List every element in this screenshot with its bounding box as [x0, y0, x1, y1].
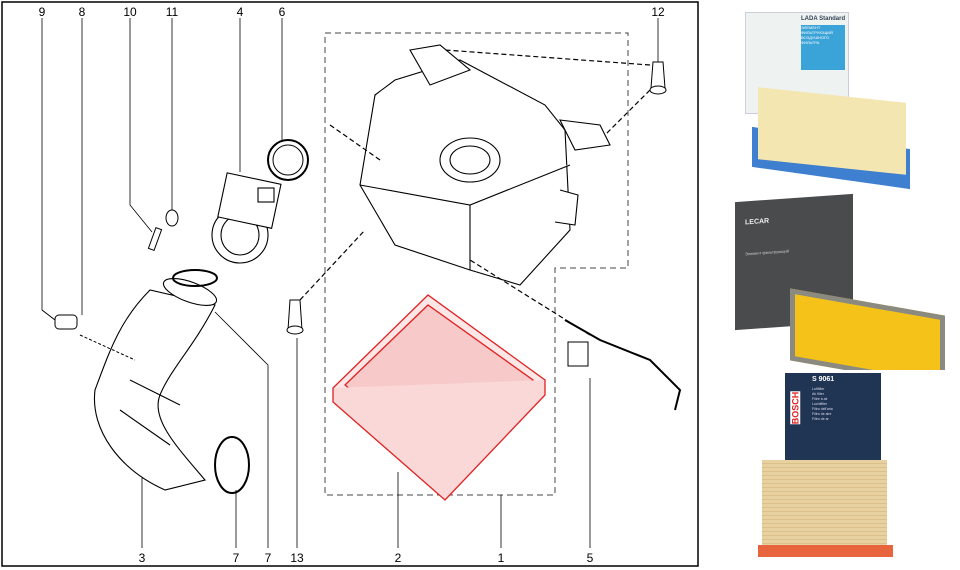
callout-5: 5 — [587, 551, 594, 565]
intake-air-temp-sensor — [41, 309, 136, 361]
callout-7a: 7 — [233, 551, 240, 565]
lecar-box-label: Элемент фильтрующий — [745, 248, 789, 257]
screw-12 — [649, 61, 667, 95]
sealing-ring-inner — [272, 144, 304, 176]
lecar-filter — [790, 288, 945, 370]
callout-1: 1 — [498, 551, 505, 565]
air-mass-sensor — [211, 172, 282, 264]
callout-12: 12 — [651, 5, 665, 19]
bosch-code: S 9061 — [812, 376, 835, 383]
callout-11: 11 — [166, 5, 179, 19]
parts-diagram: 9 8 10 11 4 6 12 3 7 7 13 2 1 5 — [1, 1, 699, 567]
callout-4: 4 — [237, 5, 244, 19]
callout-13: 13 — [290, 551, 304, 565]
intake-hose — [93, 278, 218, 491]
air-filter-element[interactable] — [332, 294, 546, 501]
lada-brand: LADA Standard — [801, 16, 846, 22]
callout-7b: 7 — [265, 551, 272, 565]
assembly-arrows — [299, 49, 651, 336]
bosch-filter-frame — [758, 545, 893, 557]
callout-8: 8 — [79, 5, 86, 19]
bosch-brand: BOSCH — [790, 391, 801, 425]
callout-6: 6 — [279, 5, 286, 19]
callout-3: 3 — [139, 551, 146, 565]
assembly-1-dashed-outline — [324, 32, 629, 496]
sealing-ring — [267, 139, 309, 181]
callout-10: 10 — [123, 5, 137, 19]
diagram-frame — [1, 1, 699, 567]
hose-clamp — [214, 436, 250, 494]
callout-9: 9 — [39, 5, 46, 19]
lada-box-label: ЭЛЕМЕНТ ФИЛЬТРУЮЩИЙ ВОЗДУШНОГО ФИЛЬТРА — [801, 25, 845, 70]
callout-2: 2 — [395, 551, 402, 565]
lecar-brand: LECAR — [745, 217, 770, 227]
product-photo-lecar[interactable]: LECAR Элемент фильтрующий — [730, 190, 960, 370]
screw-13 — [286, 299, 304, 335]
callout-numbers: 9 8 10 11 4 6 12 3 7 7 13 2 1 5 — [39, 5, 665, 565]
lada-filter-media — [758, 87, 906, 175]
product-photo-lada[interactable]: LADA Standard ЭЛЕМЕНТ ФИЛЬТРУЮЩИЙ ВОЗДУШ… — [730, 0, 960, 190]
air-filter-housing — [359, 44, 611, 286]
bosch-filter-media — [762, 460, 887, 545]
hose-clamp-upper — [172, 269, 218, 287]
leader-lines — [41, 18, 659, 548]
bolt-and-washer — [147, 209, 179, 252]
